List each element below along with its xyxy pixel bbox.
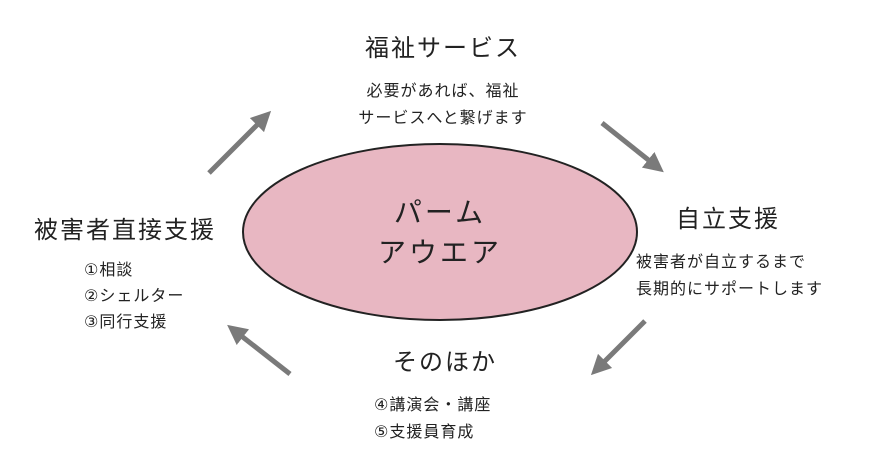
independence-support-desc-line-1: 被害者が自立するまで (636, 252, 807, 271)
arrow-right-to-bottom (590, 319, 647, 376)
center-label-line-1: パーム (393, 196, 487, 229)
direct-support-block: 被害者直接支援 ①相談 ②シェルター ③同行支援 (34, 210, 254, 335)
direct-support-item-shelter: ②シェルター (84, 286, 185, 305)
independence-support-desc-line-2: 長期的にサポートします (636, 279, 824, 298)
center-ellipse (242, 143, 638, 321)
independence-support-block: 自立支援 被害者が自立するまで 長期的にサポートします (636, 199, 876, 302)
arrow-bottom-to-left (227, 324, 292, 376)
center-label-line-2: アウエア (377, 236, 502, 269)
center-label: パーム アウエア (333, 193, 547, 273)
welfare-service-title: 福祉サービス (365, 34, 521, 62)
arrow-top-to-right (600, 121, 664, 173)
welfare-service-desc-line-2: サービスへと繋げます (358, 108, 528, 127)
other-item-lectures: ④講演会・講座 (374, 395, 492, 414)
direct-support-title: 被害者直接支援 (34, 216, 216, 244)
direct-support-item-accompaniment: ③同行支援 (84, 312, 168, 331)
other-activities-title: そのほか (393, 348, 497, 376)
independence-support-title: 自立支援 (676, 205, 780, 233)
other-item-staff-training: ⑤支援員育成 (374, 422, 475, 441)
other-activities-block: そのほか ④講演会・講座 ⑤支援員育成 (330, 342, 560, 445)
arrow-left-to-top (207, 110, 272, 175)
direct-support-item-consultation: ①相談 (84, 260, 134, 279)
welfare-service-block: 福祉サービス 必要があれば、福祉 サービスへと繋げます (328, 28, 558, 131)
welfare-service-desc-line-1: 必要があれば、福祉 (366, 81, 520, 100)
